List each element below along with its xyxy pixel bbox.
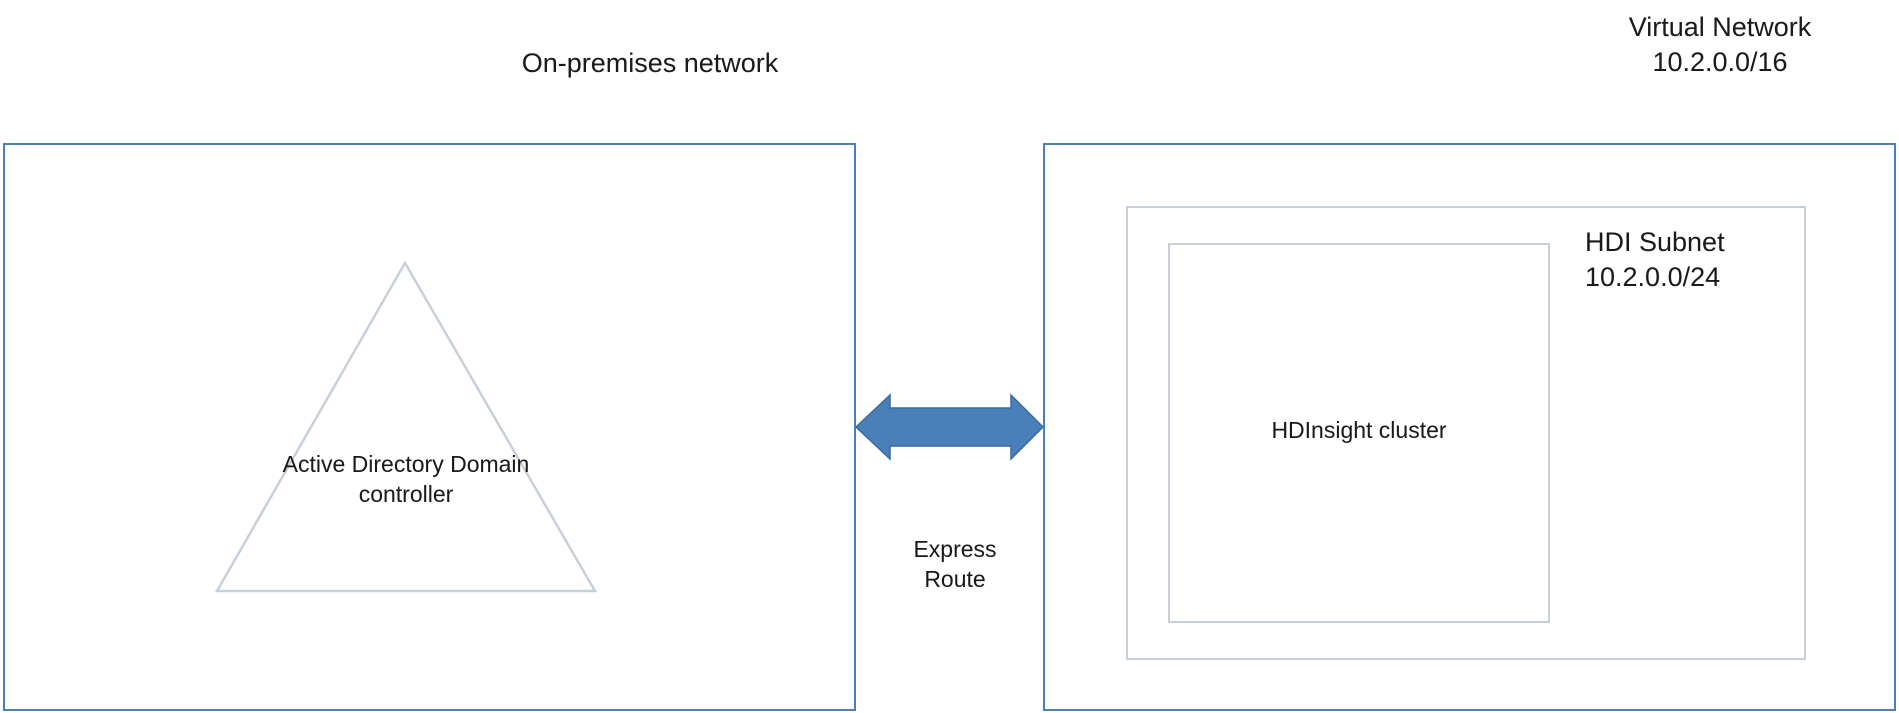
hdi-subnet-label: HDI Subnet 10.2.0.0/24: [1585, 227, 1725, 293]
on-premises-network-box: [3, 143, 856, 711]
express-route-arrow-icon: [854, 393, 1045, 461]
virtual-network-title: Virtual Network 10.2.0.0/16: [1628, 12, 1812, 78]
hdinsight-cluster-box: [1168, 243, 1550, 623]
express-route-label: Express Route: [913, 536, 997, 592]
hdinsight-cluster-label: HDInsight cluster: [1271, 417, 1447, 443]
hdi-subnet-box: [1126, 206, 1806, 660]
on-premises-network-title: On-premises network: [521, 48, 779, 78]
virtual-network-box: [1043, 143, 1896, 711]
domain-controller-label: Active Directory Domain controller: [282, 451, 530, 507]
